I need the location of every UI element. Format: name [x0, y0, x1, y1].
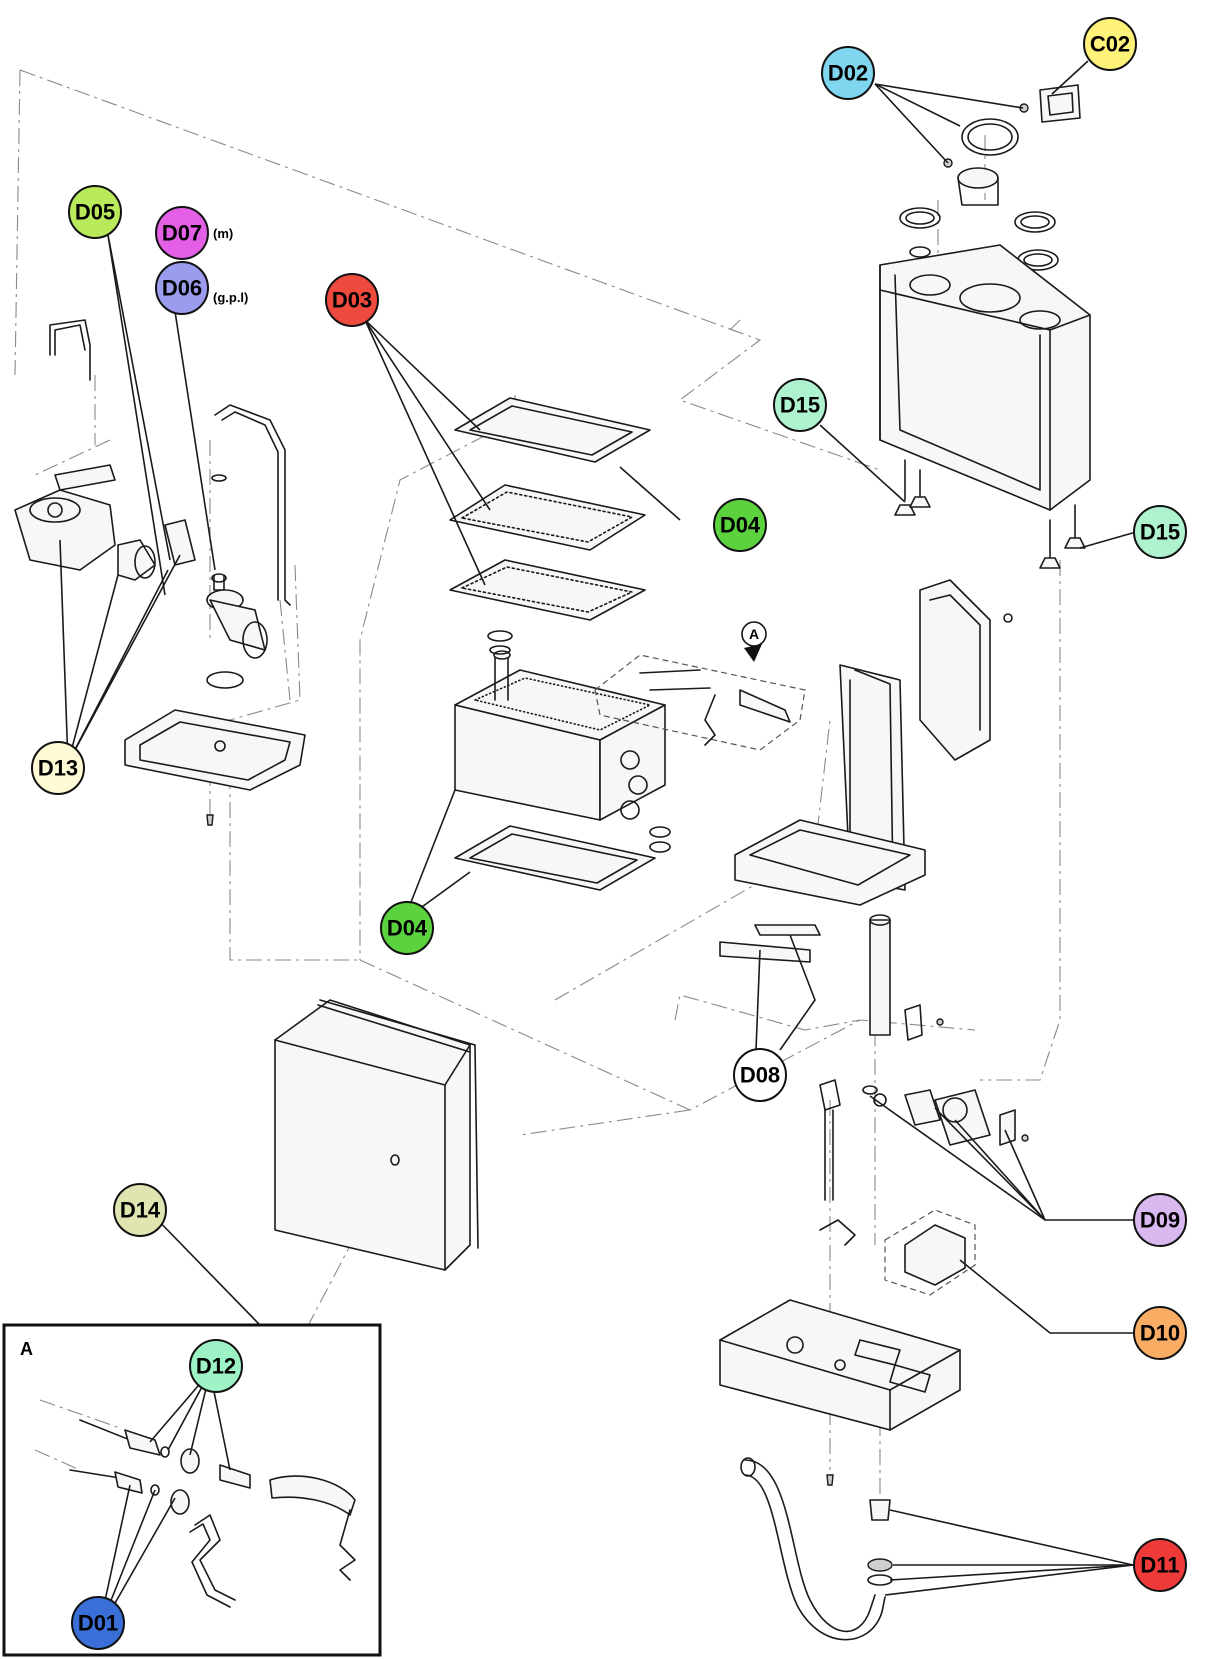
- callout-d04-top: D04: [713, 498, 767, 552]
- electronic-board: [884, 1209, 976, 1296]
- insulation-panel-top: [449, 484, 646, 551]
- callout-d09: D09: [1133, 1193, 1187, 1247]
- callout-d07: D07: [155, 206, 209, 260]
- svg-text:D01: D01: [78, 1611, 118, 1636]
- callout-d14: D14: [113, 1183, 167, 1237]
- callout-d06: D06: [155, 261, 209, 315]
- gasket-bottom: [454, 825, 656, 891]
- callout-d11: D11: [1133, 1538, 1187, 1592]
- gasket-top: [454, 397, 651, 463]
- sump-gaskets: [719, 924, 821, 963]
- condensate-siphon: [869, 914, 944, 1041]
- gas-valve-assembly: [819, 1079, 1029, 1201]
- burner-lid: [124, 709, 306, 826]
- svg-text:D13: D13: [38, 756, 78, 781]
- condensate-tray: [734, 819, 926, 906]
- detail-flag-label: A: [749, 626, 759, 642]
- flue-adapter-group: [943, 103, 1029, 206]
- svg-text:D08: D08: [740, 1063, 780, 1088]
- case-gasket: [319, 999, 479, 1249]
- front-case-panel: [274, 999, 471, 1271]
- callout-d03: D03: [325, 273, 379, 327]
- rear-manifold: [919, 579, 1013, 761]
- burner-injector: [206, 589, 268, 689]
- svg-text:D09: D09: [1140, 1208, 1180, 1233]
- callout-d06-note: (g.p.l): [213, 290, 248, 305]
- heat-exchanger: [454, 630, 671, 853]
- condensate-drain-hose: [740, 1457, 893, 1641]
- detail-A-flag: A: [741, 621, 767, 662]
- svg-text:D07: D07: [162, 221, 202, 246]
- callout-d04-bottom: D04: [380, 901, 434, 955]
- svg-text:D03: D03: [332, 288, 372, 313]
- sealed-chamber-frame: [879, 244, 1091, 511]
- svg-text:D12: D12: [196, 1354, 236, 1379]
- svg-text:D02: D02: [828, 61, 868, 86]
- svg-text:D04: D04: [387, 916, 428, 941]
- electrode-detail-zone: [594, 654, 806, 751]
- svg-text:D14: D14: [120, 1198, 161, 1223]
- callout-d10: D10: [1133, 1306, 1187, 1360]
- pressure-switch-part: [1039, 84, 1081, 123]
- callout-d13: D13: [31, 741, 85, 795]
- svg-text:D11: D11: [1140, 1553, 1179, 1578]
- valve-pipe-elbow: [819, 1219, 856, 1246]
- callout-d15-left: D15: [773, 378, 827, 432]
- svg-text:D06: D06: [162, 276, 202, 301]
- gas-pipe-bent: [49, 319, 291, 606]
- callout-d02: D02: [821, 46, 875, 100]
- callout-d12: D12: [189, 1339, 243, 1393]
- inset-label: A: [20, 1339, 33, 1359]
- svg-text:D04: D04: [720, 513, 761, 538]
- svg-text:C02: C02: [1090, 32, 1130, 57]
- svg-text:D15: D15: [1140, 520, 1180, 545]
- insulation-panel-bottom: [449, 559, 646, 621]
- svg-text:D10: D10: [1140, 1321, 1180, 1346]
- base-plate: [719, 1299, 961, 1431]
- callout-d05: D05: [68, 185, 122, 239]
- callout-d01: D01: [71, 1596, 125, 1650]
- svg-text:D15: D15: [780, 393, 820, 418]
- callout-d07-note: (m): [213, 226, 233, 241]
- svg-text:D05: D05: [75, 200, 115, 225]
- detail-A-inset: A: [2, 1323, 382, 1657]
- callout-d15-right: D15: [1133, 505, 1187, 559]
- fan-assembly: [14, 464, 196, 581]
- callout-d08: D08: [733, 1048, 787, 1102]
- callout-c02: C02: [1083, 17, 1137, 71]
- chamber-feet: [894, 459, 1086, 569]
